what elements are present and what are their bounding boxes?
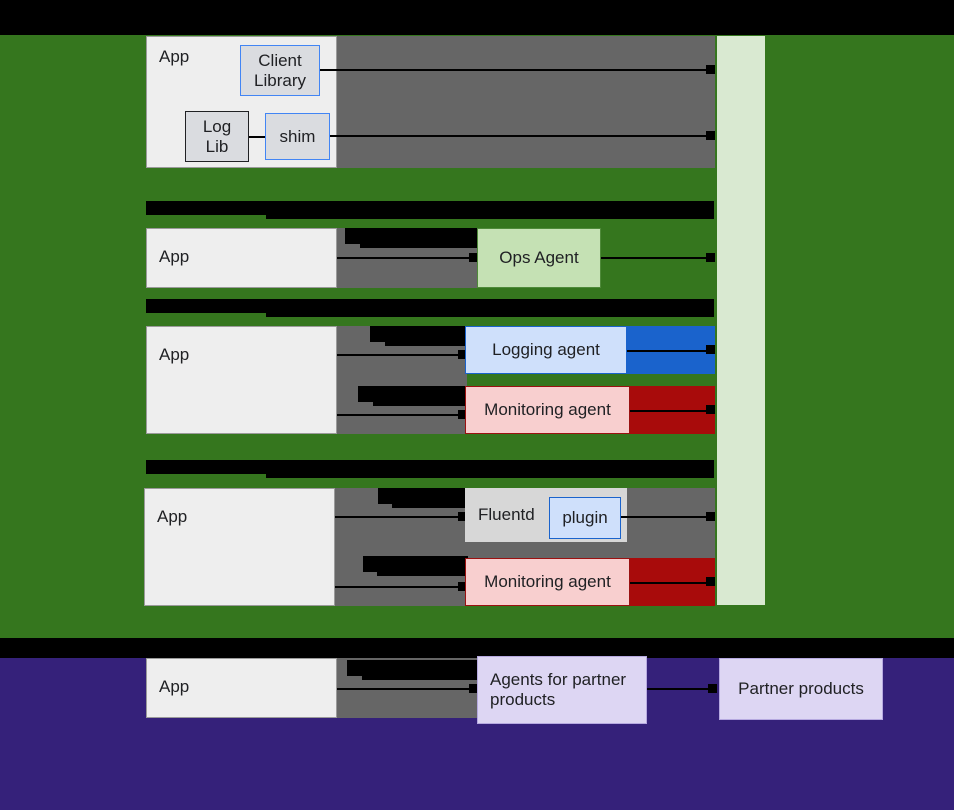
destination-column-strip — [717, 36, 765, 605]
loglib-to-shim-connector — [249, 136, 265, 138]
shim-node[interactable]: shim — [265, 113, 330, 160]
row3-monitoring-agent-node[interactable]: Monitoring agent — [465, 386, 630, 434]
row3-logging-flow-label-redaction-b — [385, 338, 468, 346]
row5-app-to-partner-agents-arrowhead — [469, 684, 478, 693]
partner-agents-node[interactable]: Agents for partner products — [477, 656, 647, 724]
row2-app-label: App — [159, 247, 190, 266]
row3-monitoring-agent-to-column-arrow — [630, 410, 710, 412]
shim-to-column-arrow — [330, 135, 710, 137]
ops-agent-arrowhead — [706, 253, 715, 262]
ops-agent-node[interactable]: Ops Agent — [477, 228, 601, 288]
logging-agent-node[interactable]: Logging agent — [465, 326, 627, 374]
fluentd-plugin-label: plugin — [562, 508, 608, 528]
client-library-label: Client Library — [254, 50, 306, 90]
row4-app-box: App — [144, 488, 335, 606]
row3-logging-arrowhead — [458, 350, 467, 359]
row1-app-label: App — [159, 47, 190, 66]
row5-flow-label-redaction-b — [362, 672, 477, 680]
row3-app-to-logging-agent-arrow — [337, 354, 462, 356]
fluentd-plugin-to-column-arrow — [621, 516, 710, 518]
log-lib-node[interactable]: Log Lib — [185, 111, 249, 162]
row4-monitoring-flow-label-redaction-b — [377, 568, 468, 576]
client-library-arrowhead — [706, 65, 715, 74]
partner-products-node[interactable]: Partner products — [719, 658, 883, 720]
row1-pipeline-redaction — [337, 36, 715, 168]
fluentd-plugin-node[interactable]: plugin — [549, 497, 621, 539]
separator2-redaction-lower — [266, 308, 714, 317]
row4-app-label: App — [157, 507, 188, 526]
row5-app-box: App — [146, 658, 337, 718]
row4-monitoring-arrowhead — [458, 582, 467, 591]
client-library-node[interactable]: Client Library — [240, 45, 320, 96]
logging-agent-column-arrowhead — [706, 345, 715, 354]
partner-agents-label: Agents for partner products — [490, 670, 627, 709]
shim-label: shim — [279, 126, 316, 146]
row5-app-to-partner-agents-arrow — [337, 688, 472, 690]
row3-app-label: App — [159, 345, 190, 364]
row4-monitoring-agent-to-column-arrow — [630, 582, 710, 584]
row3-app-box: App — [146, 326, 337, 434]
row4-monitoring-agent-node[interactable]: Monitoring agent — [465, 558, 630, 606]
row4-fluentd-flow-label-redaction-b — [392, 500, 468, 508]
separator1-redaction-lower — [266, 210, 714, 219]
row3-monitoring-agent-column-arrowhead — [706, 405, 715, 414]
row3-monitoring-agent-label: Monitoring agent — [484, 400, 611, 420]
row3-monitoring-flow-label-redaction-b — [373, 398, 468, 406]
partner-products-arrowhead — [708, 684, 717, 693]
row2-flow-label-redaction-b — [360, 240, 477, 248]
fluentd-label: Fluentd — [478, 505, 535, 525]
row2-app-to-ops-agent-arrow — [337, 257, 472, 259]
fluentd-plugin-column-arrowhead — [706, 512, 715, 521]
row3-app-to-monitoring-agent-arrow — [337, 414, 462, 416]
separator3-redaction-lower — [266, 469, 714, 478]
row4-app-to-fluentd-arrow — [335, 516, 462, 518]
row4-monitoring-agent-column-arrowhead — [706, 577, 715, 586]
row4-app-to-monitoring-agent-arrow — [335, 586, 462, 588]
zone-separator-redaction-band — [0, 638, 954, 658]
ops-agent-to-column-arrow — [601, 257, 710, 259]
row2-app-to-ops-agent-arrowhead — [469, 253, 478, 262]
row3-monitoring-arrowhead — [458, 410, 467, 419]
shim-arrowhead — [706, 131, 715, 140]
partner-agents-to-partner-products-arrow — [647, 688, 712, 690]
top-redaction-band — [0, 0, 954, 35]
log-lib-label: Log Lib — [202, 116, 232, 156]
row4-monitoring-agent-label: Monitoring agent — [484, 572, 611, 592]
client-library-to-column-arrow — [320, 69, 710, 71]
row4-fluentd-arrowhead — [458, 512, 467, 521]
logging-agent-label: Logging agent — [492, 340, 600, 360]
row2-app-box: App — [146, 228, 337, 288]
ops-agent-label: Ops Agent — [499, 248, 579, 268]
partner-products-label: Partner products — [738, 679, 864, 699]
logging-agent-to-column-arrow — [627, 350, 710, 352]
row5-app-label: App — [159, 677, 190, 696]
